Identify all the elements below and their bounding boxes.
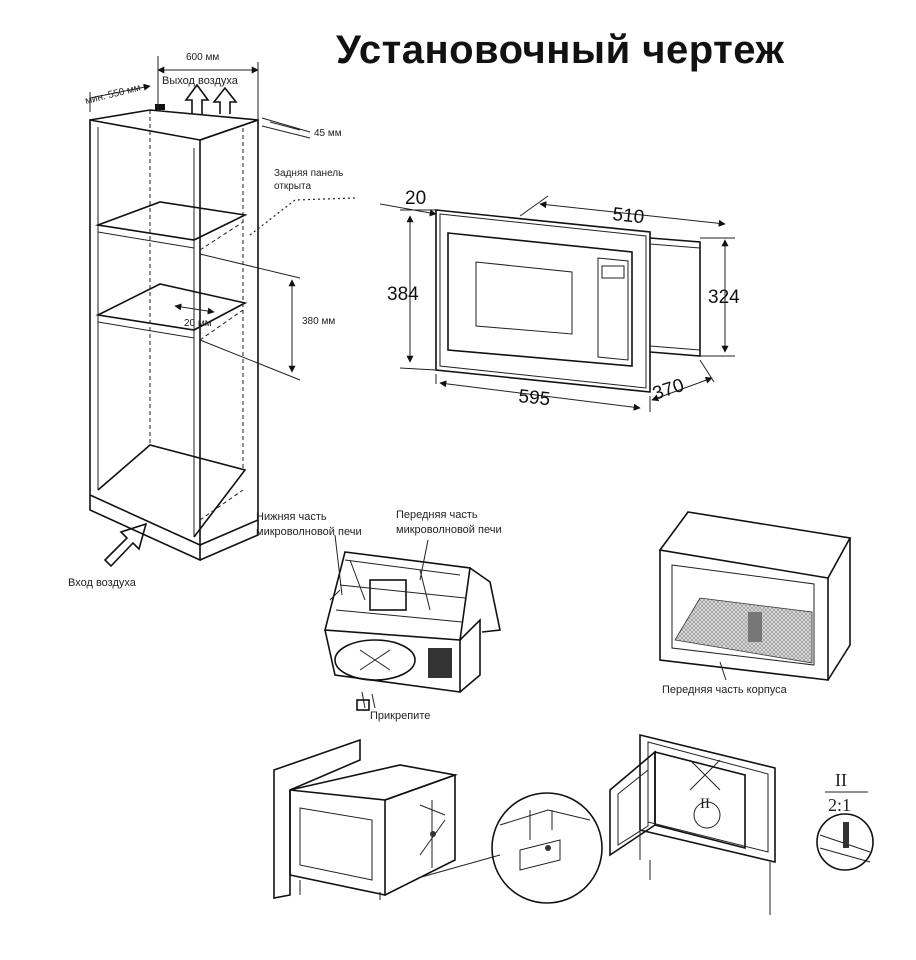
page-title: Установочный чертеж <box>336 28 785 72</box>
dim-depth: 370 <box>650 375 687 405</box>
cabinet-width-label: 600 мм <box>186 52 219 63</box>
cabinet-height-label: 380 мм <box>302 316 335 327</box>
dim-left: 384 <box>387 284 419 305</box>
detail-marker: II <box>700 796 710 812</box>
dim-top: 510 <box>611 204 645 228</box>
gap-label: 45 мм <box>314 128 342 139</box>
housing-drawing <box>658 511 852 681</box>
rear-panel-label-1: Задняя панель <box>274 168 343 179</box>
fix-label: Прикрепите <box>370 710 430 722</box>
housing-front-label: Передняя часть корпуса <box>662 684 788 696</box>
cabinet-drawing <box>89 56 356 568</box>
oven-installed-drawing <box>273 738 501 900</box>
air-in-label: Вход воздуха <box>68 577 137 589</box>
oven-underside-drawing <box>323 534 501 711</box>
detail-scale-drawing <box>816 791 874 871</box>
dim-right: 324 <box>708 287 740 308</box>
bracket-zoom-drawing <box>491 792 603 904</box>
front-part-label-1: Передняя часть <box>396 509 478 521</box>
cabinet-depth-label: мин. 550 мм <box>84 82 142 106</box>
front-part-label-2: микроволновой печи <box>396 524 502 536</box>
air-out-label: Выход воздуха <box>162 75 239 87</box>
oven-front-drawing <box>379 195 735 412</box>
dim-bottom: 595 <box>517 386 551 410</box>
bottom-part-label-1: Нижняя часть <box>256 511 327 523</box>
dim-top-left: 20 <box>405 188 426 209</box>
rear-panel-label-2: открыта <box>274 181 312 192</box>
scale-top: II <box>835 770 847 790</box>
shelf-gap-label: 20 мм <box>184 318 212 329</box>
oven-door-open-drawing <box>609 733 776 915</box>
scale-bottom: 2:1 <box>828 795 851 815</box>
bottom-part-label-2: микроволновой печи <box>256 526 362 538</box>
